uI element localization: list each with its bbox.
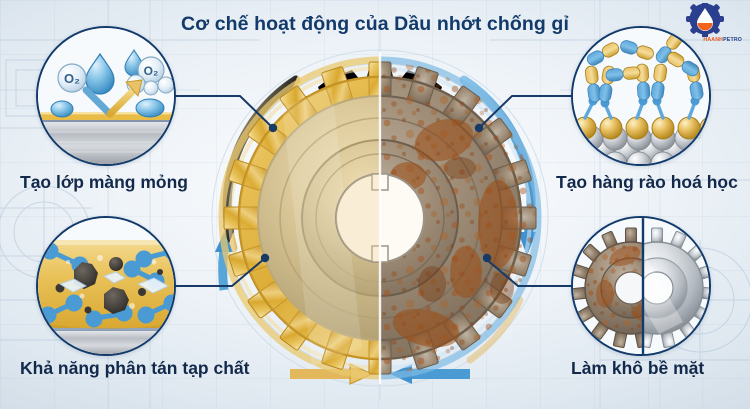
gear-droplet-logo-icon <box>686 0 724 38</box>
feature-icon-chemical-barrier <box>571 26 711 166</box>
page-title: Cơ chế hoạt động của Dầu nhớt chống gỉ <box>181 13 569 35</box>
caption-dry-surface: Làm khô bề mặt <box>571 358 705 378</box>
caption-chemical-barrier: Tạo hàng rào hoá học <box>556 172 738 192</box>
feature-icon-dispersion <box>36 216 176 356</box>
caption-dispersion: Khả năng phân tán tạp chất <box>20 358 250 378</box>
caption-film: Tạo lớp màng mỏng <box>20 172 188 192</box>
brand-logo: HAANHPETRO <box>666 0 744 43</box>
split-gear-illustration <box>212 48 548 388</box>
brand-name-orange: HAANH <box>703 37 724 43</box>
feature-icon-dry-surface <box>571 216 711 356</box>
feature-icon-film: O₂ O₂ <box>36 26 176 166</box>
svg-text:O₂: O₂ <box>64 71 80 86</box>
brand-name: HAANHPETRO <box>666 37 742 43</box>
svg-text:O₂: O₂ <box>144 64 159 78</box>
brand-name-blue: PETRO <box>723 37 742 43</box>
